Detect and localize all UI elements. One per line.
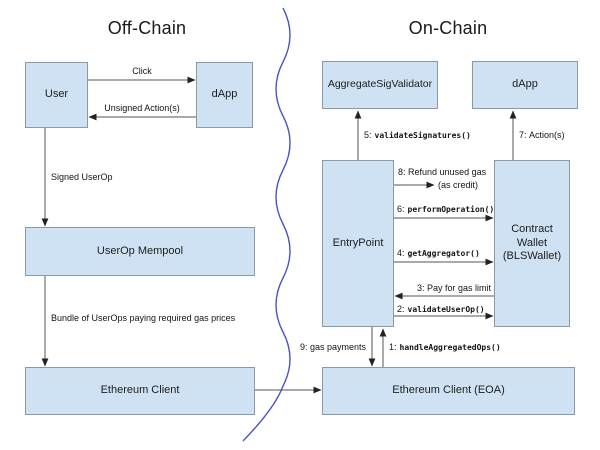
- flow-label-step6: 6:performOperation(): [397, 204, 494, 215]
- node-userop-mempool: UserOp Mempool: [25, 227, 255, 276]
- step9-number: 9:: [300, 342, 308, 352]
- contract-wallet-line2: Wallet: [516, 236, 548, 249]
- node-userop-mempool-label: UserOp Mempool: [96, 244, 184, 257]
- onchain-title: On-Chain: [408, 18, 488, 38]
- flow-label-step5: 5:validateSignatures(): [364, 130, 471, 141]
- step7-text: Action(s): [529, 130, 565, 140]
- node-aggregate-sig-validator: AggregateSigValidator: [322, 61, 438, 109]
- step5-number: 5:: [364, 130, 372, 140]
- flow-label-step3: 3: Pay for gas limit: [397, 283, 491, 294]
- step2-code: validateUserOp(): [407, 305, 485, 314]
- node-dapp-offchain-label: dApp: [211, 88, 238, 101]
- node-dapp-onchain-label: dApp: [512, 78, 538, 91]
- step5-code: validateSignatures(): [374, 131, 471, 140]
- step7-number: 7:: [519, 130, 527, 140]
- node-contract-wallet-label: Contract Wallet (BLSWallet): [503, 223, 561, 264]
- node-ethereum-client: Ethereum Client: [25, 367, 255, 415]
- flow-label-signed-userop: Signed UserOp: [51, 172, 113, 182]
- step4-code: getAggregator(): [407, 249, 480, 258]
- step6-number: 6:: [397, 204, 405, 214]
- node-dapp-onchain: dApp: [472, 61, 578, 109]
- step4-number: 4:: [397, 248, 405, 258]
- node-ethereum-client-label: Ethereum Client: [100, 384, 180, 397]
- flow-label-step4: 4:getAggregator(): [397, 248, 480, 259]
- node-entrypoint: EntryPoint: [322, 160, 394, 327]
- flow-label-step9: 9: gas payments: [300, 342, 366, 353]
- step1-code: handleAggregatedOps(): [399, 343, 501, 352]
- flow-label-step8: 8: Refund unused gas: [398, 167, 486, 178]
- node-dapp-offchain: dApp: [196, 62, 253, 128]
- contract-wallet-line3: (BLSWallet): [502, 250, 562, 263]
- flow-label-step1: 1:handleAggregatedOps(): [389, 342, 501, 353]
- flow-label-unsigned-actions: Unsigned Action(s): [104, 103, 180, 113]
- node-ethereum-client-eoa: Ethereum Client (EOA): [322, 367, 575, 415]
- step8-text: Refund unused gas: [408, 167, 487, 177]
- offchain-title: Off-Chain: [107, 18, 187, 38]
- step3-text: Pay for gas limit: [426, 283, 491, 293]
- step8-number: 8:: [398, 167, 406, 177]
- contract-wallet-line1: Contract: [511, 222, 553, 235]
- flow-label-bundle: Bundle of UserOps paying required gas pr…: [51, 313, 236, 323]
- step2-number: 2:: [397, 304, 405, 314]
- node-contract-wallet: Contract Wallet (BLSWallet): [494, 160, 570, 327]
- step9-text: gas payments: [310, 342, 367, 352]
- step6-code: performOperation(): [407, 205, 495, 214]
- node-entrypoint-label: EntryPoint: [332, 236, 384, 249]
- node-user-label: User: [44, 88, 69, 101]
- node-user: User: [25, 62, 88, 128]
- flow-label-step7: 7: Action(s): [519, 130, 565, 141]
- flow-label-step8-note: (as credit): [438, 180, 479, 190]
- flow-label-click: Click: [132, 66, 152, 76]
- flow-label-step2: 2:validateUserOp(): [397, 304, 485, 315]
- node-aggregate-sig-validator-label: AggregateSigValidator: [327, 78, 433, 91]
- step3-number: 3:: [416, 283, 425, 293]
- step1-number: 1:: [389, 342, 397, 352]
- node-ethereum-client-eoa-label: Ethereum Client (EOA): [392, 384, 505, 397]
